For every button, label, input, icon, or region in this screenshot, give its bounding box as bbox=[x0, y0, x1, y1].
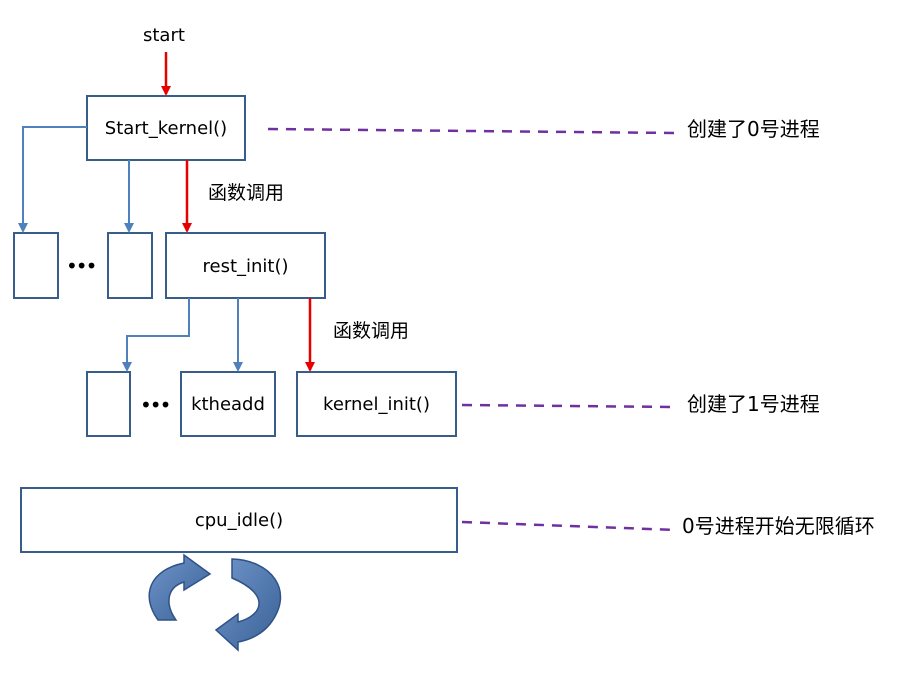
call-label-1: 函数调用 bbox=[208, 182, 285, 204]
dashed-line-idle bbox=[461, 520, 677, 532]
child-box-2 bbox=[107, 232, 153, 299]
note-process0: 创建了0号进程 bbox=[687, 117, 820, 141]
kernel-init-box bbox=[296, 371, 457, 437]
loop-cycle-icon bbox=[148, 553, 282, 652]
tree-connector-1 bbox=[18, 126, 87, 233]
ellipsis-1: ••• bbox=[66, 254, 97, 278]
cpu-idle-label: cpu_idle() bbox=[194, 510, 284, 531]
note-idle: 0号进程开始无限循环 bbox=[682, 514, 875, 538]
ktheadd-label: ktheadd bbox=[191, 394, 265, 415]
kernel-init-label: kernel_init() bbox=[323, 394, 430, 415]
child-box-1 bbox=[13, 232, 59, 299]
loop-arrow-left bbox=[148, 553, 212, 621]
ellipsis-2: ••• bbox=[140, 393, 171, 417]
ktheadd-box bbox=[180, 371, 276, 437]
dashed-line-process1 bbox=[461, 403, 677, 409]
start-kernel-label: Start_kernel() bbox=[104, 118, 228, 139]
rest-child-box-1 bbox=[86, 371, 131, 437]
start-kernel-box bbox=[86, 95, 246, 161]
call-label-2: 函数调用 bbox=[333, 320, 410, 342]
tree-connector-3 bbox=[122, 298, 190, 372]
start-label: start bbox=[143, 25, 185, 46]
rest-init-label: rest_init() bbox=[202, 256, 289, 277]
note-process1: 创建了1号进程 bbox=[687, 392, 820, 416]
cpu-idle-box bbox=[20, 487, 458, 553]
dashed-line-process0 bbox=[267, 127, 677, 135]
rest-init-box bbox=[165, 232, 326, 299]
loop-arrow-right bbox=[214, 558, 282, 652]
